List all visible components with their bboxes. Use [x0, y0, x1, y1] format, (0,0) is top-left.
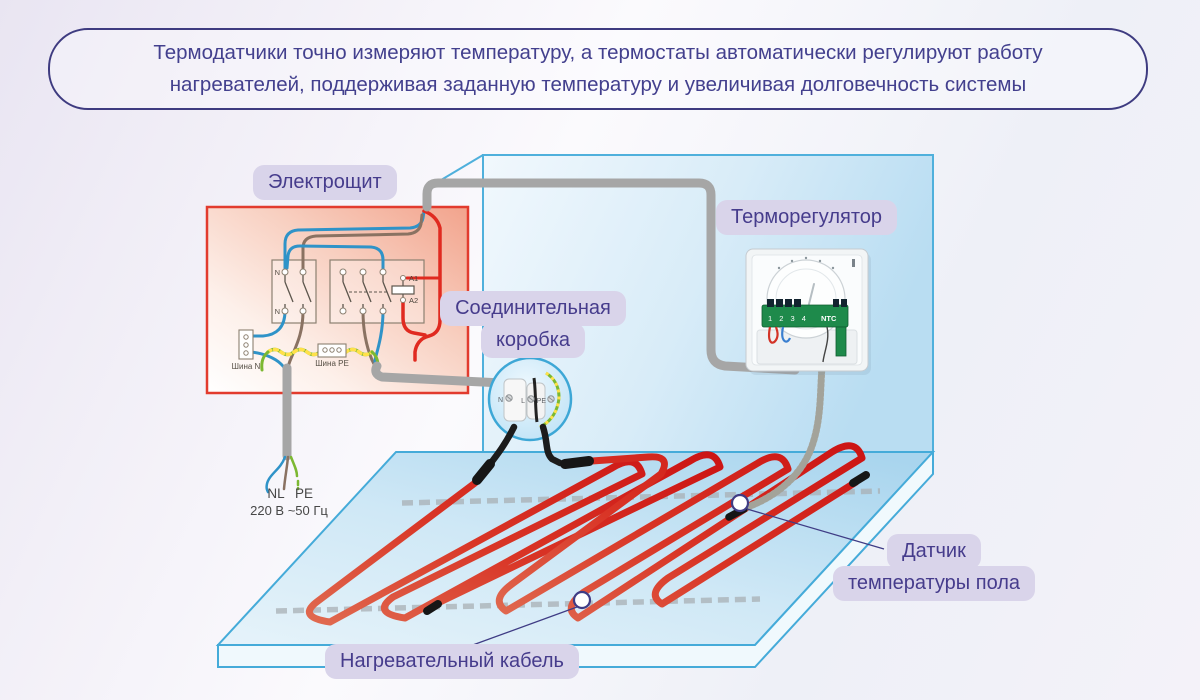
- supply-pe-label: PE: [295, 486, 313, 501]
- thermostat-sensor-lead: [822, 326, 829, 363]
- label-thermostat-text: Терморегулятор: [716, 200, 897, 235]
- label-heating-cable-text: Нагревательный кабель: [325, 644, 579, 679]
- pcb-ntc-label: NTC: [821, 314, 837, 323]
- sensor-marker-icon: [730, 493, 750, 513]
- thermostat-red-wire: [768, 326, 779, 344]
- junction-l-label: L: [521, 398, 525, 405]
- label-junction-box-line2: коробка: [480, 323, 586, 358]
- label-floor-sensor-line1: Датчик: [887, 534, 981, 569]
- label-heating-cable: Нагревательный кабель: [325, 644, 579, 679]
- cable-end-cap: [849, 471, 870, 487]
- main-breaker: [271, 259, 317, 324]
- sensor-leader-line: [746, 508, 885, 550]
- thermostat-blue-wire: [781, 326, 792, 343]
- label-floor-sensor: Датчик температуры пола: [828, 534, 1040, 601]
- banner-line-2: нагревателей, поддерживая заданную темпе…: [169, 73, 1027, 96]
- panel-to-thermostat-cable: [422, 178, 800, 375]
- electrical-panel: N N A1 A2 Шина N Шина PE: [205, 205, 470, 395]
- callouts: [469, 493, 885, 647]
- label-junction-box-line1: Соединительная: [440, 291, 626, 326]
- contactor-coil: [391, 285, 415, 295]
- thermostat-pcb: 1 2 3 4 NTC: [761, 299, 849, 357]
- label-electrical-panel: Электрощит: [253, 165, 397, 200]
- thermostat: 1 2 3 4 NTC: [745, 248, 871, 375]
- breaker-blades: [284, 275, 392, 308]
- banner-line-1: Термодатчики точно измеряют температуру,…: [153, 41, 1043, 64]
- label-floor-sensor-line2: температуры пола: [832, 566, 1036, 601]
- cable-leader-line: [469, 606, 578, 647]
- bus-pe-label: Шина PE: [315, 359, 349, 368]
- floor-slab-side: [217, 449, 934, 668]
- label-electrical-panel-text: Электрощит: [253, 165, 397, 200]
- dial-ticks: [777, 256, 835, 270]
- junction-box: N L PE: [487, 356, 573, 442]
- junction-pe-label: PE: [537, 398, 547, 405]
- supply-rating-label: 220 В ~50 Гц: [250, 503, 328, 518]
- junction-screws: [505, 394, 555, 403]
- supply-nl-label: NL: [267, 486, 285, 501]
- label-thermostat: Терморегулятор: [716, 200, 897, 235]
- coil-a2-label: A2: [409, 296, 418, 305]
- heating-cable: [305, 442, 870, 626]
- cable-marker-icon: [572, 590, 592, 610]
- cable-end-cap: [423, 600, 442, 615]
- terminals: [281, 268, 406, 315]
- bus-pe: [317, 343, 347, 358]
- bus-n-label: Шина N: [232, 362, 261, 371]
- panel-to-junction-cable: [371, 361, 507, 388]
- coil-a1-label: A1: [409, 274, 418, 283]
- breaker-n-bottom-label: N: [275, 307, 280, 316]
- label-junction-box: Соединительная коробка: [433, 291, 633, 358]
- breaker-n-top-label: N: [275, 268, 280, 277]
- pcb-terminal-numbers: 1 2 3 4: [768, 314, 808, 323]
- power-cables: [265, 178, 800, 494]
- junction-n-label: N: [498, 397, 503, 404]
- cold-leads: [472, 423, 594, 485]
- header-banner: Термодатчики точно измеряют температуру,…: [48, 28, 1148, 110]
- bus-n: [238, 329, 254, 360]
